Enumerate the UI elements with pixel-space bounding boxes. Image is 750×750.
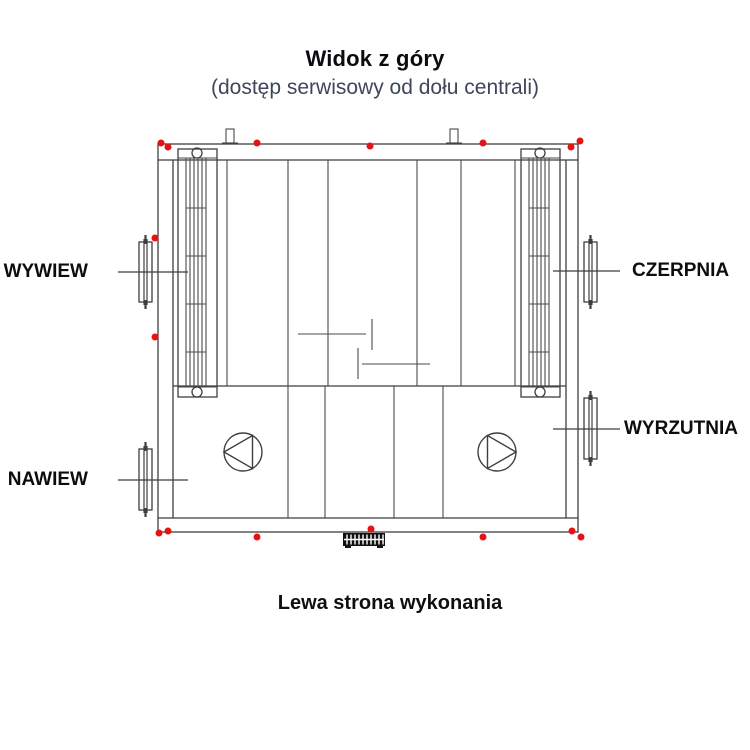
screw-dot	[155, 529, 163, 537]
fan-triangle	[222, 434, 254, 470]
lifting-handles	[222, 128, 462, 144]
exhaust-fan-icon	[477, 432, 518, 472]
screw-dot	[479, 533, 487, 541]
exchanger-pin	[191, 147, 203, 159]
screw-dot	[367, 525, 375, 533]
page-subtitle: (dostęp serwisowy od dołu centrali)	[211, 76, 539, 99]
partition-lines	[226, 160, 516, 518]
fan-circle	[477, 432, 517, 472]
supply-fan-icon	[222, 432, 263, 472]
screw-dot	[151, 234, 159, 242]
screw-dot	[164, 143, 172, 151]
screw-dot	[567, 143, 575, 151]
terminal-connector	[343, 533, 385, 548]
screw-dot	[576, 137, 584, 145]
fans	[222, 432, 518, 472]
duct-ports	[118, 235, 620, 517]
duct-port-wywiew	[118, 235, 188, 309]
flange-plates	[588, 239, 593, 305]
connector-foot	[377, 545, 383, 548]
exchanger-pin	[191, 386, 203, 398]
casing-inner-walls	[158, 159, 578, 519]
screw-dot	[151, 333, 159, 341]
exchanger-pin	[534, 147, 546, 159]
screw-dot	[253, 533, 261, 541]
fan-circle	[223, 432, 263, 472]
exchanger-lamellas	[521, 157, 560, 388]
lifting-handle-icon	[225, 128, 235, 144]
duct-port-czerpnia	[553, 235, 620, 309]
connector-slots	[344, 534, 384, 545]
internal-partitions	[226, 160, 516, 518]
duct-port-wyrzutnia	[553, 391, 620, 466]
lifting-handle-icon	[449, 128, 459, 144]
connector-foot	[345, 545, 351, 548]
damper-marks	[298, 319, 430, 379]
flange-outline	[583, 241, 598, 303]
screw-dot	[568, 527, 576, 535]
damper-lines	[298, 319, 430, 379]
screw-markers	[151, 137, 585, 541]
screw-dot	[253, 139, 261, 147]
port-label-wyrzutnia: WYRZUTNIA	[624, 418, 738, 439]
screw-dot	[157, 139, 165, 147]
port-label-wywiew: WYWIEW	[3, 261, 88, 282]
screw-dot	[366, 142, 374, 150]
screw-dot	[164, 527, 172, 535]
exchanger-pin	[534, 386, 546, 398]
port-label-nawiew: NAWIEW	[7, 469, 88, 490]
screw-dot	[577, 533, 585, 541]
bottom-caption: Lewa strona wykonania	[277, 592, 503, 614]
fan-triangle	[486, 434, 518, 470]
duct-port-nawiew	[118, 442, 188, 517]
screw-dot	[479, 139, 487, 147]
heat-exchanger-right	[520, 147, 561, 398]
port-label-czerpnia: CZERPNIA	[632, 260, 730, 281]
page-title: Widok z góry	[305, 46, 445, 71]
